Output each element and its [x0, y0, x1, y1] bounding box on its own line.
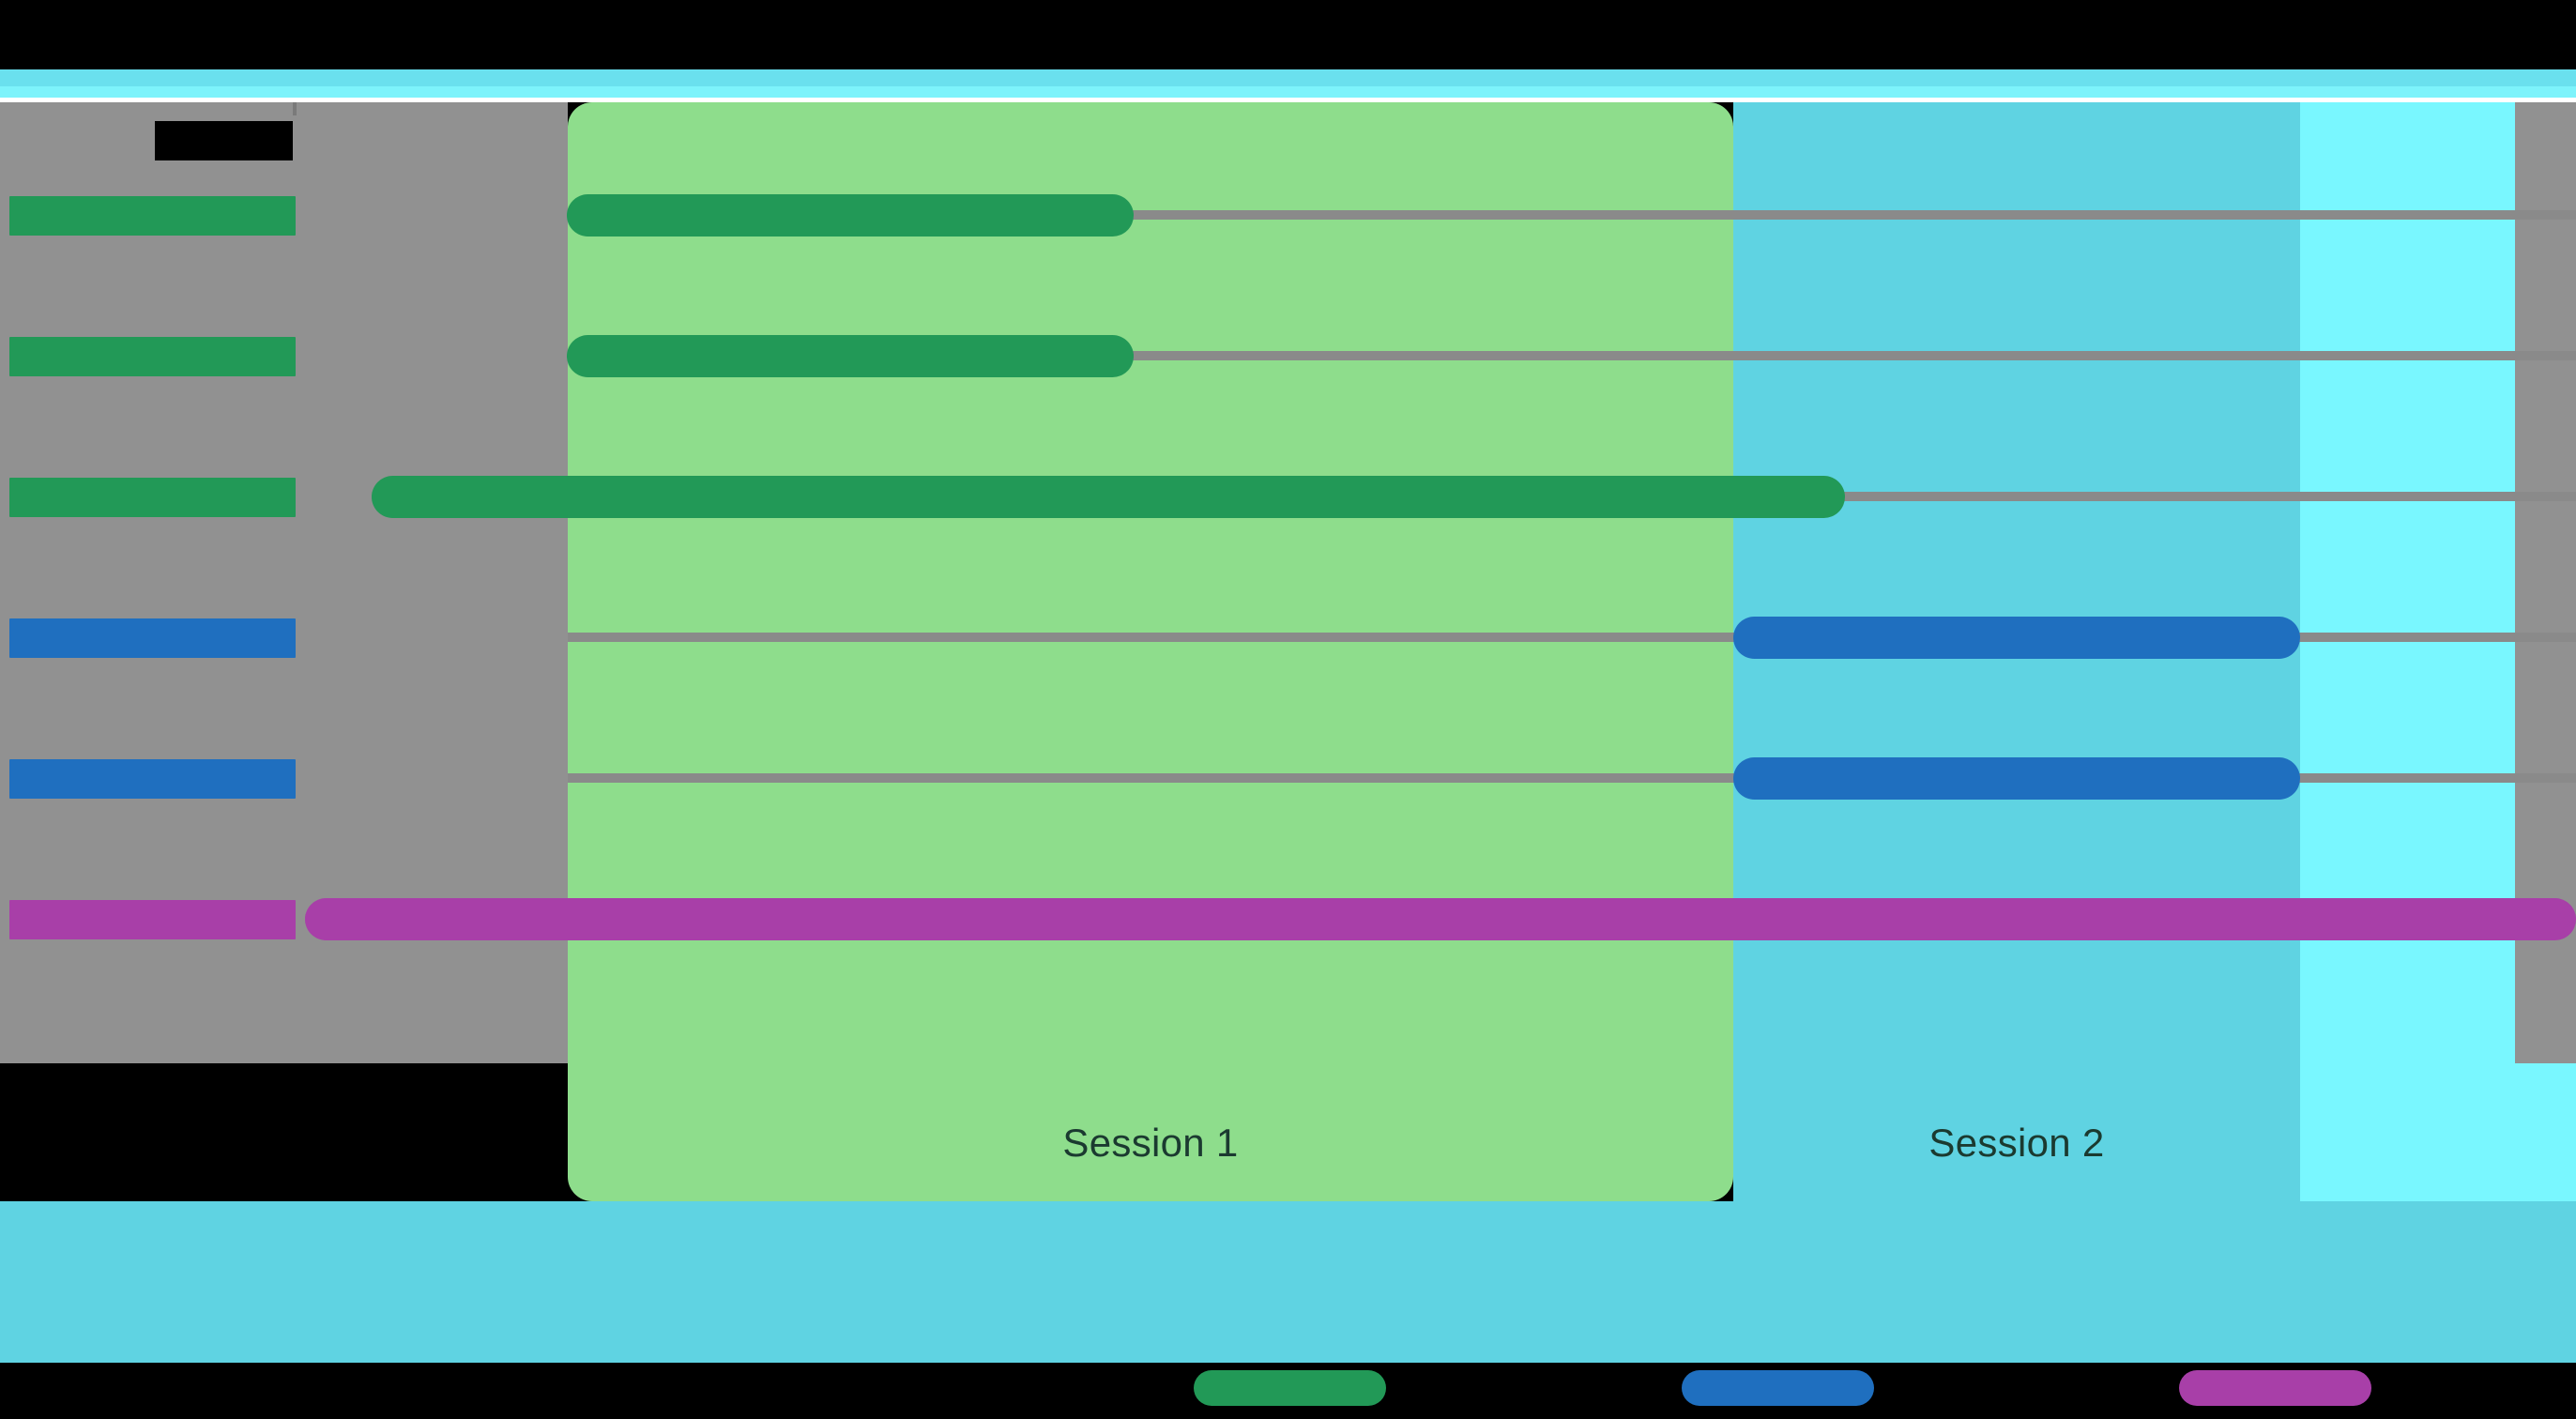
- task-label-redacted[interactable]: [9, 900, 296, 939]
- top-rail-hairline: [0, 98, 2576, 102]
- task-bar[interactable]: [1733, 757, 2300, 800]
- session-band-2-label: Session 2: [1928, 1121, 2105, 1165]
- legend-item[interactable]: [2179, 1370, 2371, 1406]
- top-rail-outer: [0, 69, 2576, 86]
- task-row[interactable]: [0, 285, 2576, 426]
- task-label-redacted[interactable]: [9, 478, 296, 517]
- task-label-redacted[interactable]: [9, 196, 296, 236]
- legend-swatch: [1682, 1370, 1874, 1406]
- chart-title-redaction: [155, 121, 293, 160]
- task-row[interactable]: [0, 848, 2576, 989]
- chart-stage: Session 1 Session 2: [0, 102, 2576, 1201]
- task-label-redacted[interactable]: [9, 618, 296, 658]
- task-label-redacted[interactable]: [9, 759, 296, 799]
- legend-swatch: [2179, 1370, 2371, 1406]
- legend-swatch: [1194, 1370, 1386, 1406]
- footer-panel: [0, 1201, 2576, 1380]
- task-rows: [0, 102, 2576, 1063]
- top-rail-inner: [0, 86, 2576, 98]
- task-bar[interactable]: [372, 476, 1845, 518]
- task-connector-line: [568, 351, 2576, 360]
- legend-item[interactable]: [1194, 1370, 1386, 1406]
- task-row[interactable]: [0, 145, 2576, 285]
- task-row[interactable]: [0, 426, 2576, 567]
- task-bar[interactable]: [305, 898, 2576, 940]
- task-connector-line: [568, 773, 2576, 783]
- legend-item[interactable]: [1682, 1370, 1874, 1406]
- task-bar[interactable]: [567, 194, 1134, 236]
- task-label-redacted[interactable]: [9, 337, 296, 376]
- session-band-1-label: Session 1: [1062, 1121, 1239, 1165]
- axis-tick-marker: [293, 102, 297, 115]
- task-connector-line: [568, 210, 2576, 220]
- task-bar[interactable]: [1733, 617, 2300, 659]
- task-row[interactable]: [0, 567, 2576, 708]
- session-band-1[interactable]: Session 1: [568, 102, 1733, 1201]
- task-bar[interactable]: [567, 335, 1134, 377]
- task-row[interactable]: [0, 708, 2576, 848]
- chart-legend: [0, 1363, 2576, 1419]
- task-connector-line: [568, 633, 2576, 642]
